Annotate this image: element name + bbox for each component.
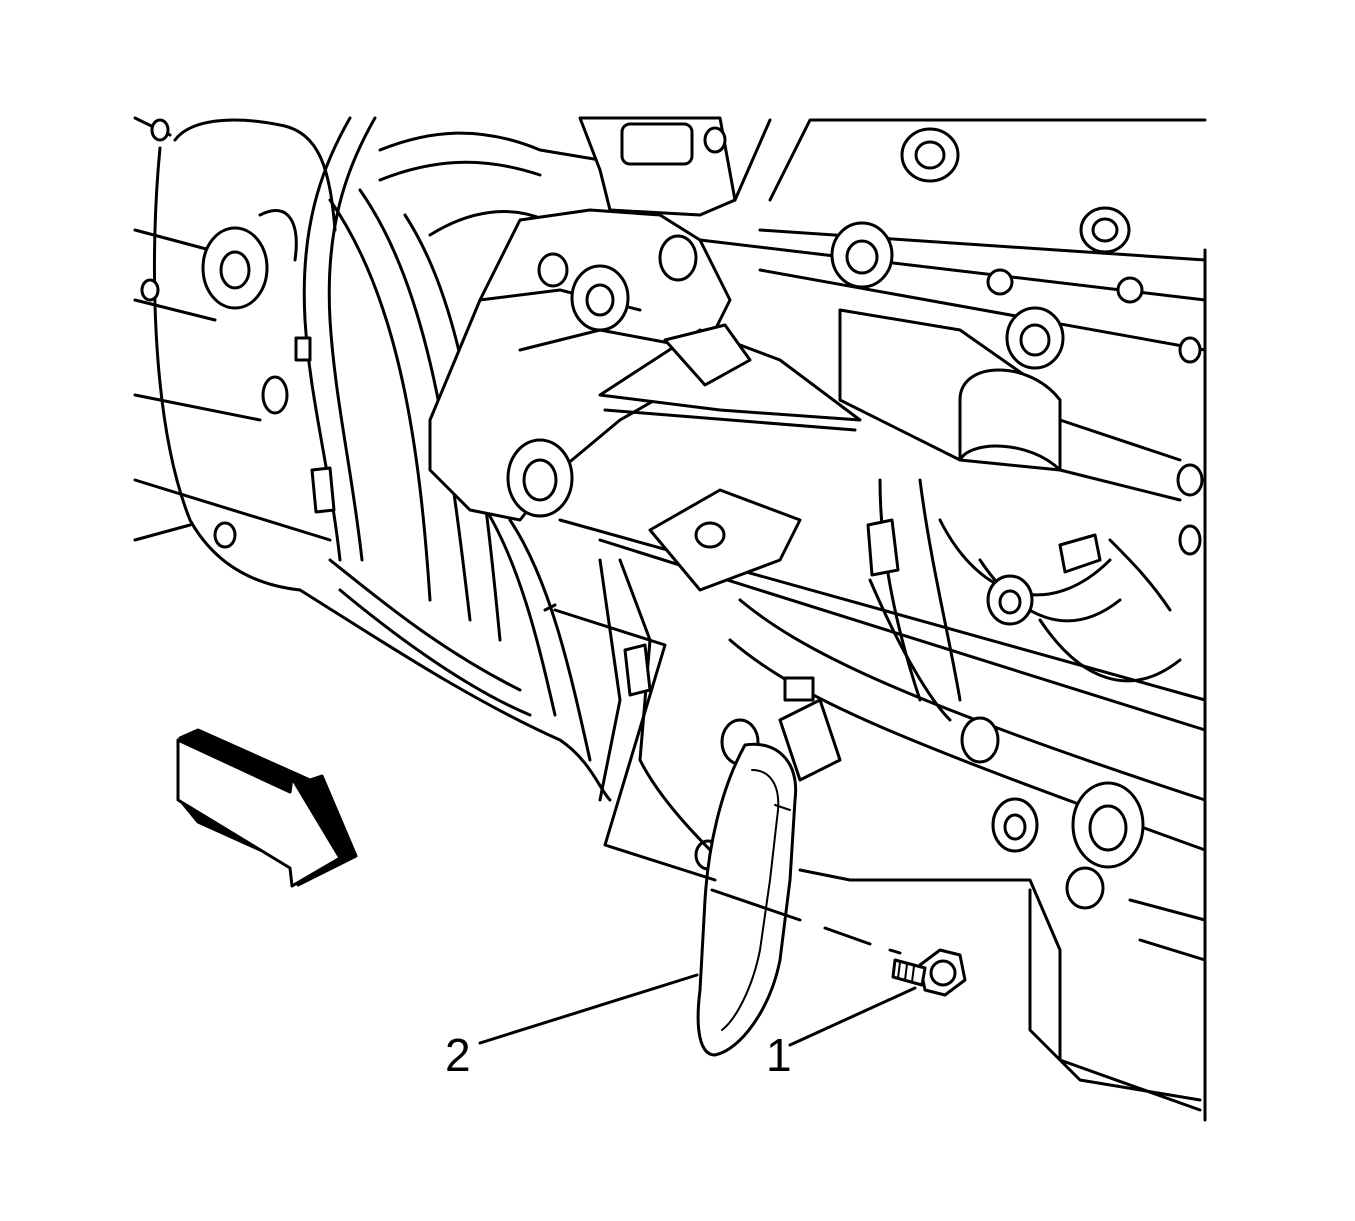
transmission-assembly-illustration: [133, 116, 1207, 1122]
front-direction-arrow-icon: [176, 728, 358, 888]
callout-1: 1: [766, 986, 917, 1081]
alignment-lines: [543, 603, 902, 955]
bolt-part: [891, 948, 967, 997]
callout-2: 2: [445, 973, 699, 1081]
callout-2-label: 2: [445, 1029, 471, 1081]
heat-shield-part: [696, 742, 798, 1057]
callout-1-label: 1: [766, 1029, 792, 1081]
